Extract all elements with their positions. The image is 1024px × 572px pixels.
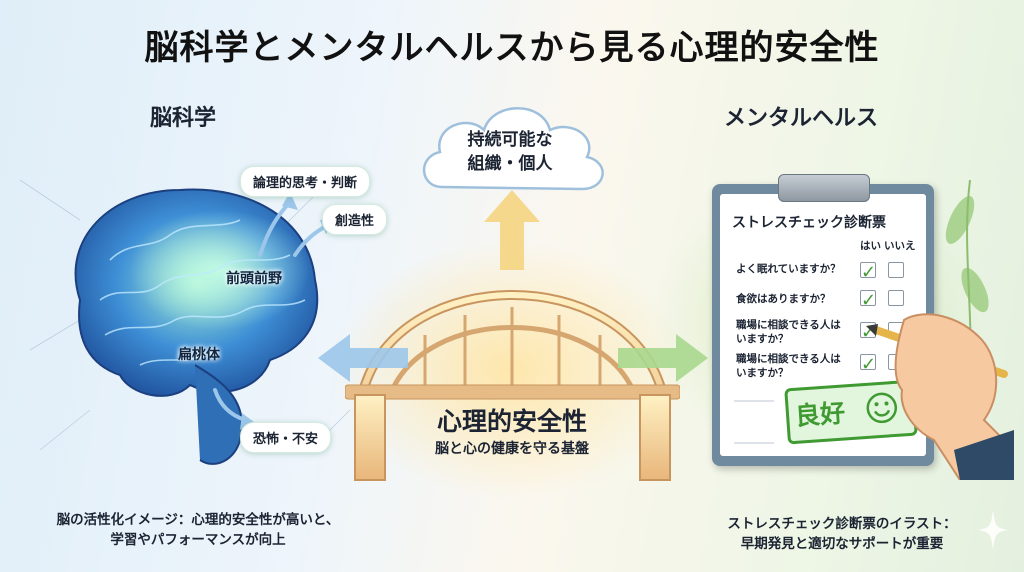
left-caption: 脳の活性化イメージ：心理的安全性が高いと、 学習やパフォーマンスが向上 (28, 510, 368, 550)
question-1-line-1: よく眠れていますか？ (736, 263, 841, 275)
checkmark-icon: ✓ (861, 354, 877, 375)
mental-health-heading: メンタルヘルス (724, 106, 879, 131)
clipboard-clip (778, 174, 870, 202)
left-caption-line-1: 脳の活性化イメージ：心理的安全性が高いと、 (56, 512, 340, 528)
cloud-line-1: 持続可能な (467, 130, 553, 150)
column-yes: はい (860, 240, 881, 252)
column-no: いいえ (884, 240, 916, 252)
question-2: 食欲はありますか？ (736, 292, 831, 306)
good-stamp: 良好 (784, 379, 918, 445)
question-4-line-2: いますか？ (736, 367, 789, 379)
checkbox-yes-4[interactable]: ✓ (860, 354, 876, 374)
psychological-safety-title: 心理的安全性 (436, 407, 587, 436)
up-arrow (484, 190, 540, 270)
question-3-line-1: 職場に相談できる人は (736, 319, 841, 331)
cloud-text: 持続可能な 組織・個人 (430, 128, 590, 176)
cloud-shape (422, 107, 604, 191)
right-caption-line-1: ストレスチェック診断票のイラスト： (727, 516, 957, 532)
question-4: 職場に相談できる人は いますか？ (736, 352, 841, 380)
stamp-text: 良好 (794, 398, 847, 431)
sparkle-icon (978, 510, 1008, 550)
cloud-line-2: 組織・個人 (467, 154, 553, 174)
brain-science-heading: 脳科学 (150, 106, 217, 131)
smiley-icon (866, 392, 898, 424)
brain-illustration (20, 179, 351, 465)
label-amygdala: 扁桃体 (178, 347, 220, 363)
question-3: 職場に相談できる人は いますか？ (736, 318, 841, 346)
right-caption: ストレスチェック診断票のイラスト： 早期発見と適切なサポートが重要 (682, 514, 1002, 554)
label-prefrontal-cortex: 前頭前野 (226, 271, 282, 287)
checkbox-yes-2[interactable]: ✓ (860, 290, 876, 310)
bridge-glow (330, 240, 690, 500)
checkmark-icon: ✓ (861, 290, 877, 311)
question-4-line-1: 職場に相談できる人は (736, 353, 841, 365)
left-arrow (318, 334, 408, 382)
label-creativity: 創造性 (322, 204, 388, 235)
checkbox-no-2[interactable] (888, 290, 904, 306)
label-logical-thinking: 論理的思考・判断 (240, 166, 371, 197)
hand-with-pencil-icon (866, 313, 1014, 480)
question-1: よく眠れていますか？ (736, 262, 841, 276)
right-arrow (618, 334, 708, 382)
label-fear-anxiety: 恐怖・不安 (240, 422, 332, 453)
left-caption-line-2: 学習やパフォーマンスが向上 (110, 532, 286, 548)
psychological-safety-subtitle: 脳と心の健康を守る基盤 (435, 441, 589, 457)
checkmark-icon: ✓ (861, 262, 877, 283)
checkbox-yes-1[interactable]: ✓ (860, 262, 876, 282)
right-caption-line-2: 早期発見と適切なサポートが重要 (740, 536, 944, 552)
page-title: 脳科学とメンタルヘルスから見る心理的安全性 (144, 28, 880, 68)
paper-lines (734, 400, 774, 444)
checklist-title: ストレスチェック診断票 (732, 215, 886, 231)
checkbox-no-1[interactable] (888, 262, 904, 278)
question-2-line-1: 食欲はありますか？ (736, 293, 831, 305)
question-3-line-2: いますか？ (736, 333, 789, 345)
